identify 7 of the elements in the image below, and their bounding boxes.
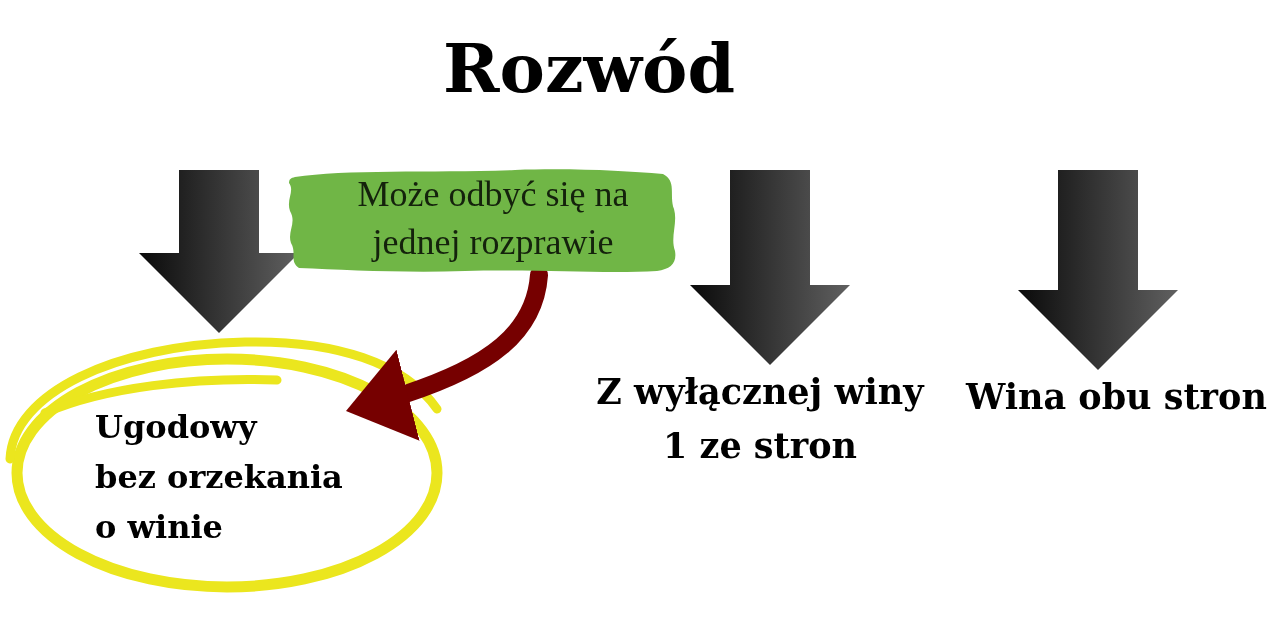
option-description: bez orzekania o winie bbox=[95, 457, 344, 548]
option-label: Z wyłącznej winy 1 ze stron bbox=[585, 365, 935, 473]
down-arrow bbox=[690, 170, 850, 365]
option-label: Ugodowy bbox=[95, 407, 257, 448]
title: Rozwód bbox=[443, 28, 735, 110]
option-label: Wina obu stron bbox=[966, 370, 1267, 424]
down-arrow bbox=[1018, 170, 1178, 370]
